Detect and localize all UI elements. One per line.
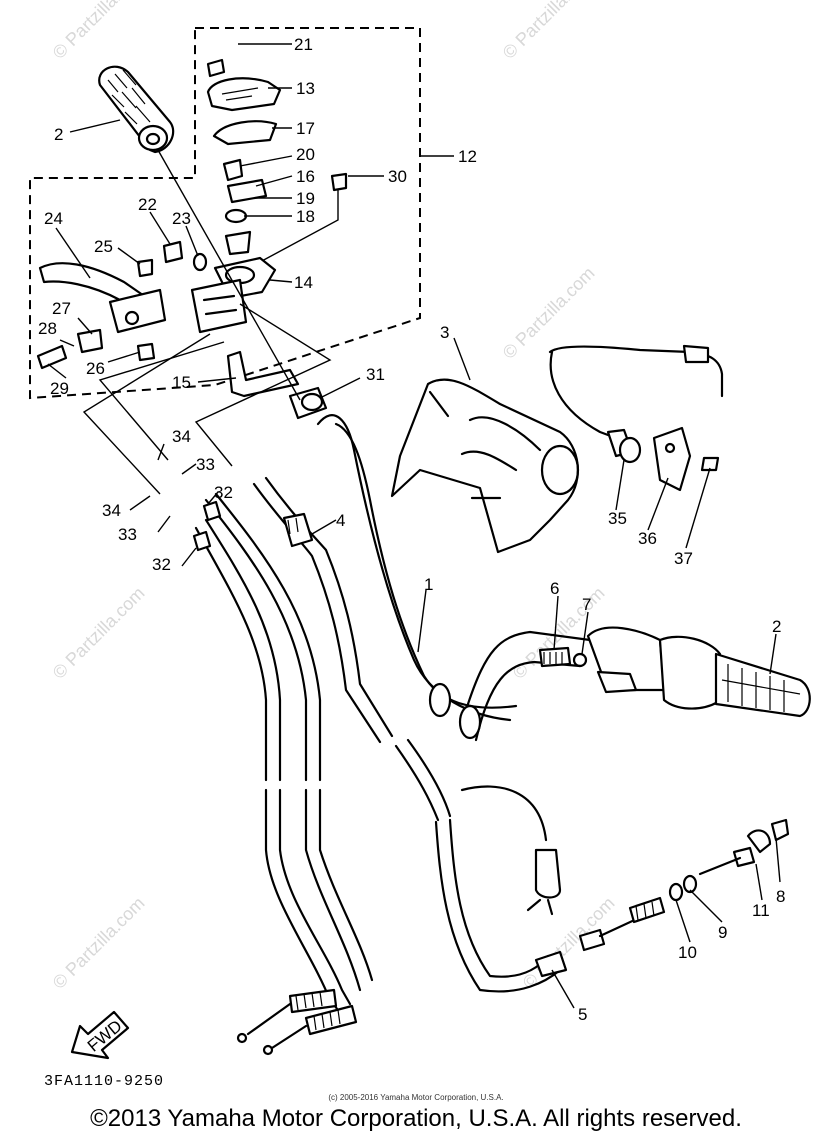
callout-11: 11	[752, 901, 770, 920]
callout-19: 19	[296, 189, 315, 208]
right-grip	[538, 626, 811, 718]
callout-5: 5	[578, 1005, 587, 1024]
callout-34-top: 34	[172, 427, 191, 446]
callout-25: 25	[94, 237, 113, 256]
clutch-lever-assembly	[36, 58, 348, 420]
callout-34-bottom: 34	[102, 501, 121, 520]
callout-32-bottom: 32	[152, 555, 171, 574]
assembly-box-12	[29, 27, 421, 400]
callout-16: 16	[296, 167, 315, 186]
left-grip	[98, 65, 175, 154]
callout-30: 30	[388, 167, 407, 186]
callout-4: 4	[336, 511, 345, 530]
callout-23: 23	[172, 209, 191, 228]
callout-37: 37	[674, 549, 693, 568]
callout-2-right: 2	[772, 617, 781, 636]
copyright-notice: ©2013 Yamaha Motor Corporation, U.S.A. A…	[90, 1105, 742, 1132]
callout-8: 8	[776, 887, 785, 906]
callout-17: 17	[296, 119, 315, 138]
watermark: © Partzilla.com	[49, 893, 149, 993]
diagram-code: 3FA1110-9250	[44, 1073, 165, 1090]
handlebar-cover	[390, 378, 580, 554]
callout-28: 28	[38, 319, 57, 338]
callout-15: 15	[172, 373, 191, 392]
callout-31: 31	[366, 365, 385, 384]
callout-24: 24	[44, 209, 63, 228]
watermark: © Partzilla.com	[49, 0, 149, 63]
watermark: © Partzilla.com	[499, 0, 599, 63]
leader-lines	[47, 43, 471, 495]
callout-27: 27	[52, 299, 71, 318]
clutch-cables	[192, 492, 374, 1056]
watermark: © Partzilla.com	[499, 263, 599, 363]
callout-1: 1	[424, 575, 433, 594]
callout-36: 36	[638, 529, 657, 548]
callout-32-top: 32	[214, 483, 233, 502]
callout-9: 9	[718, 923, 727, 942]
callout-14: 14	[294, 273, 313, 292]
callout-21: 21	[294, 35, 313, 54]
callout-12: 12	[458, 147, 477, 166]
callout-2-left: 2	[54, 125, 63, 144]
callout-20: 20	[296, 145, 315, 164]
fwd-arrow: FWD	[70, 1010, 130, 1060]
leader-lines-right	[129, 443, 781, 1009]
callout-26: 26	[86, 359, 105, 378]
small-copyright: (c) 2005-2016 Yamaha Motor Corporation, …	[328, 1093, 504, 1102]
throttle-cable	[252, 476, 452, 822]
callout-35: 35	[608, 509, 627, 528]
handlebar	[316, 414, 592, 742]
callouts: 21 13 17 2 20 12 16 30 19 18 24 22 23 25…	[38, 35, 785, 1024]
callout-18: 18	[296, 207, 315, 226]
throttle-cable-assembly	[548, 344, 724, 492]
callout-22: 22	[138, 195, 157, 214]
callout-13: 13	[296, 79, 315, 98]
callout-29: 29	[50, 379, 69, 398]
adjuster-cable	[434, 785, 790, 993]
callout-3: 3	[440, 323, 449, 342]
callout-33-bottom: 33	[118, 525, 137, 544]
callout-6: 6	[550, 579, 559, 598]
callout-7: 7	[582, 595, 591, 614]
watermark: © Partzilla.com	[49, 583, 149, 683]
callout-33-top: 33	[196, 455, 215, 474]
callout-10: 10	[678, 943, 697, 962]
